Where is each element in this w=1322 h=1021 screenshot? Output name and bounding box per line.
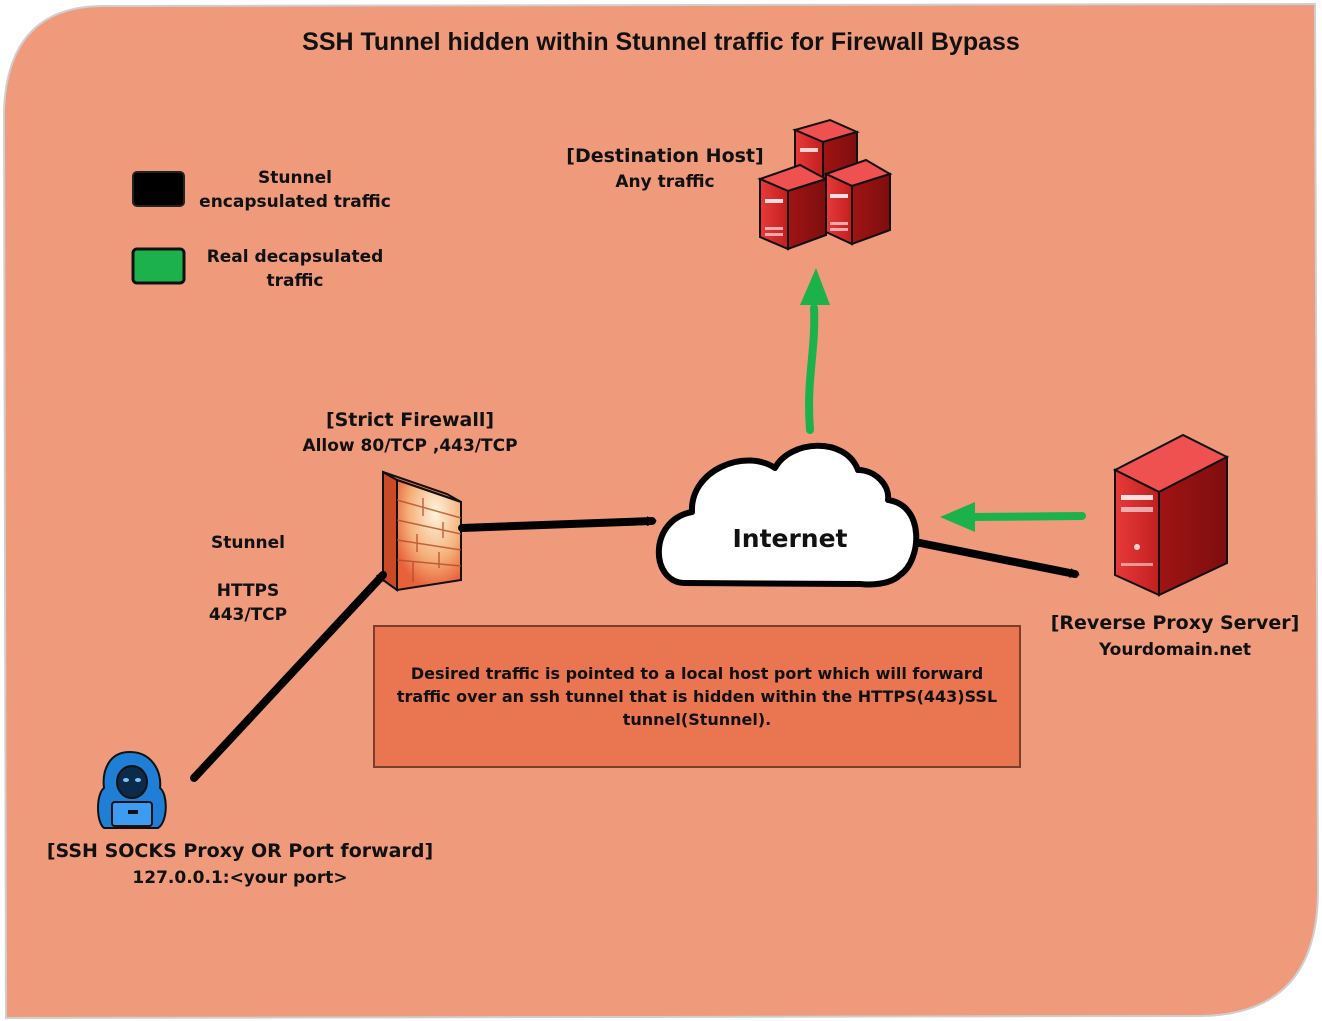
arrow-internet-to-proxy [916, 539, 1080, 578]
cloud-icon [655, 442, 920, 588]
destination-host-title: [Destination Host] [566, 145, 764, 167]
reverse-proxy-subtitle: Yourdomain.net [1098, 640, 1252, 660]
arrow-internet-to-destination [800, 268, 830, 434]
firewall-subtitle: Allow 80/TCP ,443/TCP [302, 436, 518, 456]
firewall-brick-icon [382, 470, 462, 592]
arrow-client-to-firewall [190, 571, 387, 782]
legend-decapsulated-swatch [131, 247, 186, 285]
link-label-stunnel: Stunnel [210, 533, 286, 553]
server-cluster-icon [757, 118, 893, 251]
internet-label: Internet [732, 524, 848, 553]
arrow-proxy-to-internet [940, 502, 1086, 532]
firewall-title: [Strict Firewall] [325, 409, 495, 431]
legend-decapsulated-label: Real decapsulated traffic [206, 247, 384, 291]
destination-host-subtitle: Any traffic [615, 172, 715, 192]
client-title: [SSH SOCKS Proxy OR Port forward] [46, 840, 434, 862]
link-label-https: HTTPS [216, 581, 280, 601]
description-text: Desired traffic is pointed to a local ho… [396, 664, 998, 729]
reverse-proxy-title: [Reverse Proxy Server] [1050, 612, 1300, 634]
server-icon [1112, 433, 1230, 597]
diagram-title: SSH Tunnel hidden within Stunnel traffic… [302, 28, 1020, 56]
legend-encapsulated-label: Stunnel encapsulated traffic [199, 168, 391, 212]
description-box: Desired traffic is pointed to a local ho… [373, 625, 1021, 768]
hooded-user-icon [97, 750, 167, 829]
client-subtitle: 127.0.0.1:<your port> [132, 868, 348, 888]
link-label-port: 443/TCP [208, 605, 288, 625]
arrow-firewall-to-internet [458, 516, 657, 532]
legend-encapsulated-swatch [132, 171, 185, 207]
